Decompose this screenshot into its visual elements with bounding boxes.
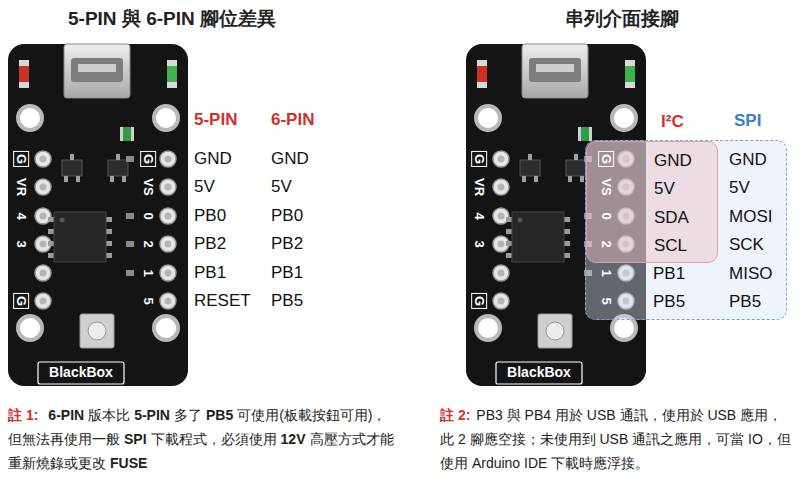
note-text: PB5	[206, 407, 233, 423]
pin-name: PB0	[271, 206, 303, 226]
column-header: 6-PIN	[271, 110, 314, 130]
section-title: 串列介面接腳	[565, 8, 679, 30]
note-text: PB3 與 PB4 用於 USB 通訊，使用於 USB 應用，此 2 腳應空接；…	[440, 407, 791, 471]
pin-name: PB5	[271, 291, 303, 311]
silkscreen-label: G	[140, 151, 156, 167]
pin-name: RESET	[194, 291, 251, 311]
pin-name: 5V	[271, 177, 292, 197]
silkscreen-label: 3	[14, 240, 28, 247]
pin-name: 5V	[194, 177, 215, 197]
silkscreen-label: 0	[599, 212, 613, 219]
silkscreen-label: G	[471, 151, 487, 167]
pin-name: 5V	[729, 178, 750, 198]
silkscreen-label: 3	[472, 240, 486, 247]
silkscreen-label: VR	[472, 178, 486, 196]
column-header: SPI	[734, 111, 761, 131]
pin-name: PB0	[194, 206, 226, 226]
note-text: 版本比	[88, 407, 130, 423]
pin-name: GND	[654, 151, 692, 171]
pin-name: GND	[729, 150, 767, 170]
note-text: 5-PIN	[134, 407, 170, 423]
pin-name: MISO	[729, 264, 772, 284]
column-header: I²C	[661, 112, 684, 132]
left-board	[8, 44, 188, 386]
pin-name: PB2	[271, 234, 303, 254]
pin-name: PB5	[729, 292, 761, 312]
silkscreen-label: 2	[599, 240, 613, 247]
silkscreen-label: 5	[141, 297, 155, 304]
column-header: 5-PIN	[194, 110, 237, 130]
pin-name: MOSI	[729, 207, 772, 227]
note-text: 下載程式，必須使用	[151, 431, 277, 447]
brand-label: BlackBox	[49, 365, 113, 380]
note-text: FUSE	[110, 455, 147, 471]
note-text: 12V	[281, 431, 306, 447]
pin-name: SCK	[729, 235, 764, 255]
silkscreen-label: 4	[472, 212, 486, 219]
note-block: 註 2:PB3 與 PB4 用於 USB 通訊，使用於 USB 應用，此 2 腳…	[440, 403, 794, 475]
silkscreen-label: 4	[14, 212, 28, 219]
pin-name: PB5	[653, 292, 685, 312]
pin-name: GND	[271, 149, 309, 169]
silkscreen-label: G	[13, 293, 29, 309]
spi-region: SPIGND5VMOSISCKPB1MISOPB5PB5I²CGND5VSDAS…	[585, 140, 787, 320]
pin-name: PB1	[653, 264, 685, 284]
note-text: SPI	[124, 431, 147, 447]
pin-name: PB1	[271, 263, 303, 283]
note-text: 多了	[174, 407, 202, 423]
pin-name: SCL	[654, 236, 687, 256]
silkscreen-label: 1	[141, 269, 155, 276]
pin-name: SDA	[654, 208, 689, 228]
silkscreen-label: 1	[599, 269, 613, 276]
note-marker: 註 1:	[8, 407, 38, 423]
note-marker: 註 2:	[440, 407, 470, 423]
note-text: 6-PIN	[48, 407, 84, 423]
pin-name: GND	[194, 149, 232, 169]
silkscreen-label: VS	[141, 178, 155, 195]
pin-name: PB1	[194, 263, 226, 283]
pin-name: 5V	[654, 179, 675, 199]
silkscreen-label: VR	[14, 178, 28, 196]
silkscreen-label: G	[13, 151, 29, 167]
silkscreen-label: G	[598, 151, 614, 167]
silkscreen-label: 0	[141, 212, 155, 219]
silkscreen-label: VS	[599, 178, 613, 195]
silkscreen-label: 5	[599, 297, 613, 304]
silkscreen-label: 2	[141, 240, 155, 247]
diagram-title: 5-PIN 與 6-PIN 腳位差異	[68, 8, 276, 30]
note-block: 註 1:6-PIN版本比5-PIN多了PB5可使用(板載按鈕可用)，但無法再使用…	[8, 403, 396, 475]
pin-name: PB2	[194, 234, 226, 254]
silkscreen-label: G	[471, 293, 487, 309]
brand-label: BlackBox	[507, 365, 571, 380]
